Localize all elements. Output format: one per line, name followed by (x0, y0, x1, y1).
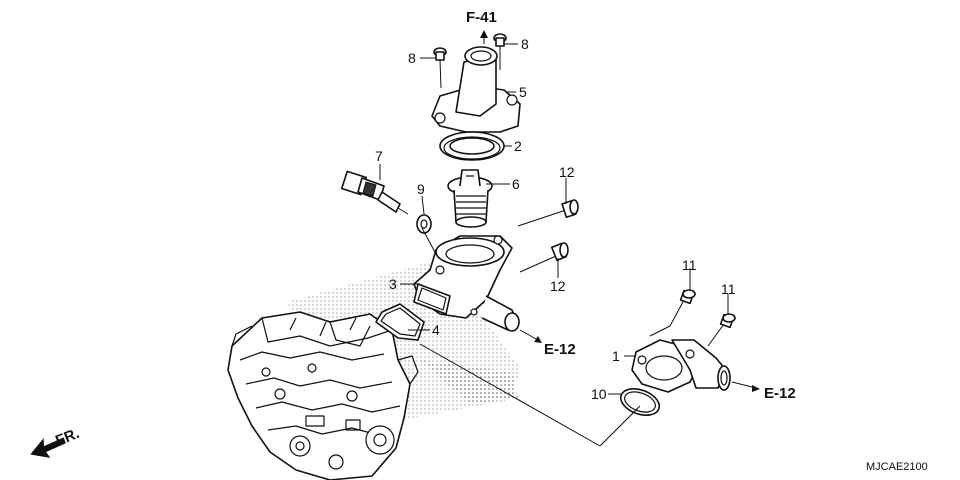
gasket-4 (375, 303, 425, 341)
thermostat-housing (413, 235, 520, 332)
callout-8a: 8 (408, 50, 416, 66)
callout-12a: 12 (559, 164, 575, 180)
callout-9: 9 (417, 181, 425, 197)
bolt-12-upper (517, 199, 579, 227)
callout-1: 1 (612, 348, 620, 364)
callout-12b: 12 (550, 278, 566, 294)
bolt-8-right (493, 33, 507, 70)
thermostat-cover (431, 46, 521, 133)
callout-4: 4 (432, 322, 440, 338)
washer-9 (416, 214, 432, 234)
bolt-11-right (707, 313, 736, 347)
front-label: FR. (53, 425, 82, 450)
bolt-11-left (669, 289, 696, 327)
callout-3: 3 (389, 276, 397, 292)
engine-block (227, 311, 419, 480)
callout-8b: 8 (521, 36, 529, 52)
front-direction-arrow: FR. (30, 425, 82, 458)
callout-11b: 11 (721, 281, 736, 297)
ref-f41: F-41 (466, 9, 497, 26)
seal-ring (439, 131, 505, 161)
thermostat (447, 169, 493, 228)
bolt-12-lower (519, 242, 569, 273)
callout-11a: 11 (682, 257, 697, 273)
ref-e12-lower: E-12 (764, 385, 796, 402)
temperature-sensor (340, 170, 409, 215)
callout-6: 6 (512, 176, 520, 192)
water-outlet (631, 339, 731, 393)
callout-2: 2 (514, 138, 522, 154)
bolt-8-left (433, 47, 447, 89)
o-ring-10 (619, 388, 661, 416)
callout-10: 10 (591, 386, 607, 402)
callout-7: 7 (375, 148, 383, 164)
diagram-code: MJCAE2100 (866, 461, 928, 473)
callout-5: 5 (519, 84, 527, 100)
leader-lines (379, 30, 760, 447)
ref-e12-upper: E-12 (544, 341, 576, 358)
